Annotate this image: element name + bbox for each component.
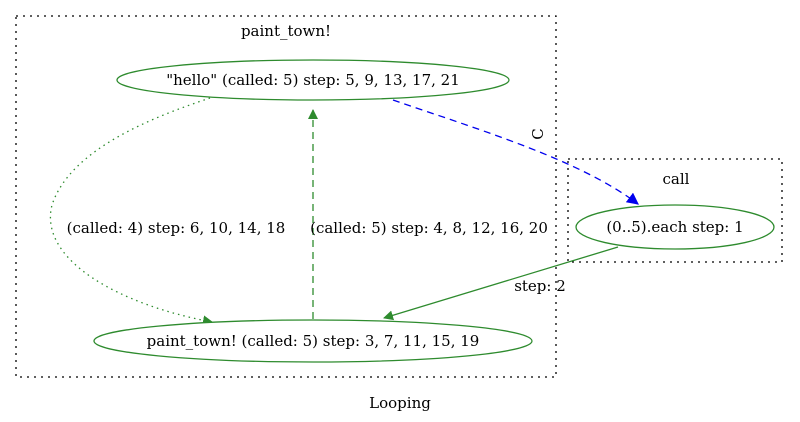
edge-paint-town-to-hello-label: (called: 5) step: 4, 8, 12, 16, 20 xyxy=(310,219,548,237)
node-each-label: (0..5).each step: 1 xyxy=(606,218,743,236)
edge-hello-to-each-label: C xyxy=(529,128,547,139)
edge-each-to-paint-town: step: 2 xyxy=(383,246,619,321)
cluster-paint-town-border xyxy=(15,15,557,378)
edge-paint-town-to-hello: (called: 5) step: 4, 8, 12, 16, 20 xyxy=(308,109,548,319)
edge-hello-to-each-line xyxy=(392,99,639,205)
edge-each-to-paint-town-line xyxy=(383,246,619,321)
node-hello-shape xyxy=(116,59,510,101)
node-each-shape xyxy=(575,204,775,250)
node-hello-label: "hello" (called: 5) step: 5, 9, 13, 17, … xyxy=(166,71,460,89)
cluster-call-label: call xyxy=(663,170,690,188)
graph-title: Looping xyxy=(369,394,431,412)
edge-hello-to-paint-town-label: (called: 4) step: 6, 10, 14, 18 xyxy=(67,219,286,237)
cluster-call-border xyxy=(567,158,783,263)
edge-hello-to-each: C xyxy=(392,99,639,205)
node-each[interactable]: (0..5).each step: 1 xyxy=(575,204,775,250)
edge-hello-to-paint-town-line xyxy=(49,97,213,326)
cluster-call: call xyxy=(567,158,783,263)
edge-hello-to-paint-town: (called: 4) step: 6, 10, 14, 18 xyxy=(49,97,286,326)
node-paint-town-label: paint_town! (called: 5) step: 3, 7, 11, … xyxy=(147,332,480,350)
cluster-paint-town-label: paint_town! xyxy=(241,22,331,40)
node-paint-town-shape xyxy=(93,319,533,363)
node-paint-town[interactable]: paint_town! (called: 5) step: 3, 7, 11, … xyxy=(93,319,533,363)
cluster-paint-town: paint_town! xyxy=(15,15,557,378)
edge-each-to-paint-town-label: step: 2 xyxy=(514,277,566,295)
node-hello[interactable]: "hello" (called: 5) step: 5, 9, 13, 17, … xyxy=(116,59,510,101)
